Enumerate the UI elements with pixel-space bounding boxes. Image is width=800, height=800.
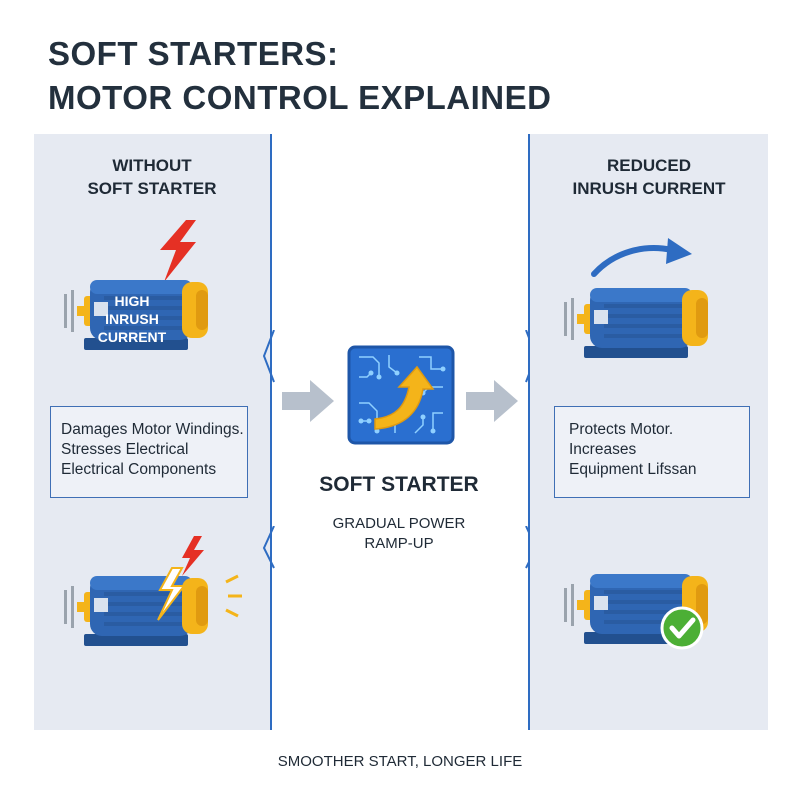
- lightning-bolt-icon: [160, 220, 196, 282]
- title-line-2: MOTOR CONTROL EXPLAINED: [48, 79, 552, 116]
- lightning-bolt-icon: [182, 536, 204, 576]
- arrow-center-to-right-icon: [466, 380, 518, 422]
- title-line-1: SOFT STARTERS:: [48, 35, 339, 72]
- motor-with-checkmark-icon: [564, 574, 708, 650]
- left-lower-notch-icon: [262, 526, 275, 569]
- left-heading-line-1: WITHOUT: [112, 156, 192, 175]
- left-box-line-2: Stresses Electrical: [61, 441, 189, 458]
- right-box-line-1: Protects Motor.: [569, 421, 674, 438]
- motor-with-smooth-arrow-icon: [564, 238, 708, 358]
- motor-with-lightning-icon: HIGH INRUSH CURRENT: [64, 220, 208, 350]
- arrow-left-to-center-icon: [282, 380, 334, 422]
- center-sub-line-1: GRADUAL POWER: [332, 515, 466, 532]
- checkmark-icon: [660, 606, 704, 650]
- motor-label-line-2: INRUSH: [105, 311, 159, 327]
- ramp-up-arrow-icon: [374, 365, 435, 430]
- center-sub-line-2: RAMP-UP: [364, 535, 434, 552]
- reduced-inrush-panel: REDUCED INRUSH CURRENT Protects Motor. I…: [528, 134, 768, 730]
- sparking-motor-icon: [64, 536, 242, 646]
- right-benefits-box: Protects Motor. Increases Equipment Lifs…: [554, 406, 750, 498]
- left-heading-line-2: SOFT STARTER: [87, 179, 217, 198]
- circuit-chip-icon: [347, 345, 455, 445]
- right-heading-line-2: INRUSH CURRENT: [572, 179, 726, 198]
- right-box-line-2: Increases: [569, 441, 637, 458]
- smooth-curve-arrow-icon: [591, 245, 675, 277]
- footer-tagline: SMOOTHER START, LONGER LIFE: [277, 753, 523, 770]
- soft-starter-label: SOFT STARTER: [319, 473, 479, 496]
- right-panel-heading: REDUCED INRUSH CURRENT: [530, 154, 768, 200]
- soft-starter-description: GRADUAL POWER RAMP-UP: [270, 514, 528, 554]
- left-box-line-3: Electrical Components: [61, 461, 217, 478]
- motor-label-line-3: CURRENT: [98, 329, 167, 345]
- spark-crack-icon: [157, 567, 187, 621]
- page-title: SOFT STARTERS: MOTOR CONTROL EXPLAINED: [48, 32, 551, 120]
- right-heading-line-1: REDUCED: [606, 156, 692, 175]
- left-effects-box: Damages Motor Windings. Stresses Electri…: [50, 406, 248, 498]
- left-panel-heading: WITHOUT SOFT STARTER: [34, 154, 270, 200]
- without-soft-starter-panel: WITHOUT SOFT STARTER HIGH INRUSH CURRENT…: [34, 134, 272, 730]
- left-upper-notch-icon: [262, 330, 275, 383]
- left-box-line-1: Damages Motor Windings.: [61, 421, 244, 438]
- right-box-line-3: Equipment Lifssan: [569, 461, 697, 478]
- motor-label-line-1: HIGH: [115, 293, 150, 309]
